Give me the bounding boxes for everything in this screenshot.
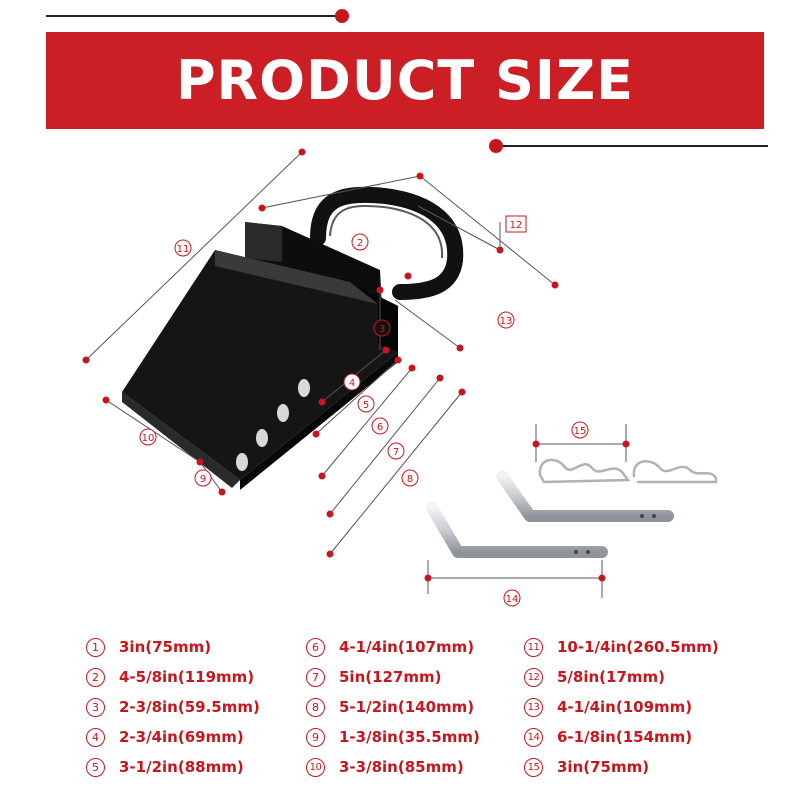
legend-item: 3 2-3/8in(59.5mm) [86, 692, 260, 722]
legend-value: 4-1/4in(107mm) [339, 638, 475, 656]
legend-number: 13 [524, 697, 543, 717]
legend-value: 1-3/8in(35.5mm) [339, 728, 480, 746]
top-left-rule-dot [335, 9, 349, 23]
legend-value: 4-1/4in(109mm) [557, 698, 693, 716]
svg-text:2: 2 [357, 238, 363, 249]
svg-text:11: 11 [177, 244, 190, 255]
hitch-pin-front [426, 502, 608, 558]
legend-number: 1 [86, 637, 105, 657]
diagram-label-3: 3 [373, 319, 391, 337]
legend-value: 4-5/8in(119mm) [119, 668, 255, 686]
bottom-right-rule-dot [489, 139, 503, 153]
legend-number: 11 [524, 637, 543, 657]
legend-column-1: 1 3in(75mm) 2 4-5/8in(119mm) 3 2-3/8in(59.5… [86, 632, 260, 782]
legend-number: 9 [306, 727, 325, 747]
legend-value: 3-3/8in(85mm) [339, 758, 464, 776]
diagram-label-13: 13 [497, 311, 515, 329]
legend-number: 2 [86, 667, 105, 687]
receiver-tube [122, 250, 398, 480]
diagram-label-10: 10 [139, 428, 157, 446]
legend-value: 5/8in(17mm) [557, 668, 666, 686]
svg-text:15: 15 [574, 426, 587, 437]
legend-value: 3-1/2in(88mm) [119, 758, 244, 776]
legend-value: 2-3/4in(69mm) [119, 728, 244, 746]
svg-text:4: 4 [349, 378, 355, 389]
hitch-clips [538, 458, 718, 484]
d-ring [310, 186, 464, 300]
legend-number: 4 [86, 727, 105, 747]
title-banner: PRODUCT SIZE [46, 32, 764, 129]
legend-value: 5-1/2in(140mm) [339, 698, 475, 716]
legend-number: 7 [306, 667, 325, 687]
legend-item: 4 2-3/4in(69mm) [86, 722, 260, 752]
dimension-legend: 1 3in(75mm) 2 4-5/8in(119mm) 3 2-3/8in(59.5… [0, 632, 800, 792]
legend-number: 15 [524, 757, 543, 777]
svg-text:5: 5 [363, 400, 369, 411]
legend-item: 2 4-5/8in(119mm) [86, 662, 260, 692]
legend-number: 10 [306, 757, 325, 777]
legend-value: 3in(75mm) [119, 638, 212, 656]
diagram-label-2: 2 [351, 233, 369, 251]
diagram-label-7: 7 [387, 442, 405, 460]
diagram-label-8: 8 [401, 469, 419, 487]
svg-text:14: 14 [506, 594, 519, 605]
legend-number: 5 [86, 757, 105, 777]
legend-item: 7 5in(127mm) [306, 662, 480, 692]
legend-item: 15 3in(75mm) [524, 752, 719, 782]
legend-item: 9 1-3/8in(35.5mm) [306, 722, 480, 752]
legend-value: 6-1/8in(154mm) [557, 728, 693, 746]
legend-item: 8 5-1/2in(140mm) [306, 692, 480, 722]
legend-number: 8 [306, 697, 325, 717]
diagram-labels: 11 2 12 13 3 4 5 6 7 8 10 9 15 14 [139, 215, 589, 607]
diagram-label-6: 6 [371, 417, 389, 435]
diagram-label-4: 4 [343, 373, 361, 391]
legend-item: 13 4-1/4in(109mm) [524, 692, 719, 722]
svg-text:13: 13 [500, 316, 513, 327]
svg-text:12: 12 [510, 220, 523, 231]
legend-item: 14 6-1/8in(154mm) [524, 722, 719, 752]
legend-item: 6 4-1/4in(107mm) [306, 632, 480, 662]
diagram-label-15: 15 [571, 421, 589, 439]
diagram-label-11: 11 [174, 239, 192, 257]
legend-column-2: 6 4-1/4in(107mm) 7 5in(127mm) 8 5-1/2in(140… [306, 632, 480, 782]
banner-title: PRODUCT SIZE [175, 49, 635, 112]
legend-column-3: 11 10-1/4in(260.5mm) 12 5/8in(17mm) 13 4-1/… [524, 632, 719, 782]
legend-number: 12 [524, 667, 543, 687]
svg-text:9: 9 [200, 474, 206, 485]
svg-text:6: 6 [377, 422, 383, 433]
diagram-label-14: 14 [503, 589, 521, 607]
bottom-right-rule [496, 145, 768, 147]
diagram-label-12: 12 [505, 215, 527, 233]
svg-text:7: 7 [393, 447, 399, 458]
legend-number: 14 [524, 727, 543, 747]
svg-text:8: 8 [407, 474, 413, 485]
legend-item: 10 3-3/8in(85mm) [306, 752, 480, 782]
svg-text:10: 10 [142, 433, 155, 444]
legend-number: 3 [86, 697, 105, 717]
legend-value: 2-3/8in(59.5mm) [119, 698, 260, 716]
diagram-label-5: 5 [357, 395, 375, 413]
legend-value: 3in(75mm) [557, 758, 650, 776]
legend-item: 1 3in(75mm) [86, 632, 260, 662]
legend-value: 10-1/4in(260.5mm) [557, 638, 719, 656]
top-left-rule [46, 15, 342, 17]
legend-item: 12 5/8in(17mm) [524, 662, 719, 692]
legend-item: 11 10-1/4in(260.5mm) [524, 632, 719, 662]
hitch-pin-back [496, 470, 674, 522]
legend-number: 6 [306, 637, 325, 657]
svg-text:3: 3 [379, 324, 385, 335]
legend-item: 5 3-1/2in(88mm) [86, 752, 260, 782]
diagram-label-9: 9 [194, 469, 212, 487]
legend-value: 5in(127mm) [339, 668, 442, 686]
